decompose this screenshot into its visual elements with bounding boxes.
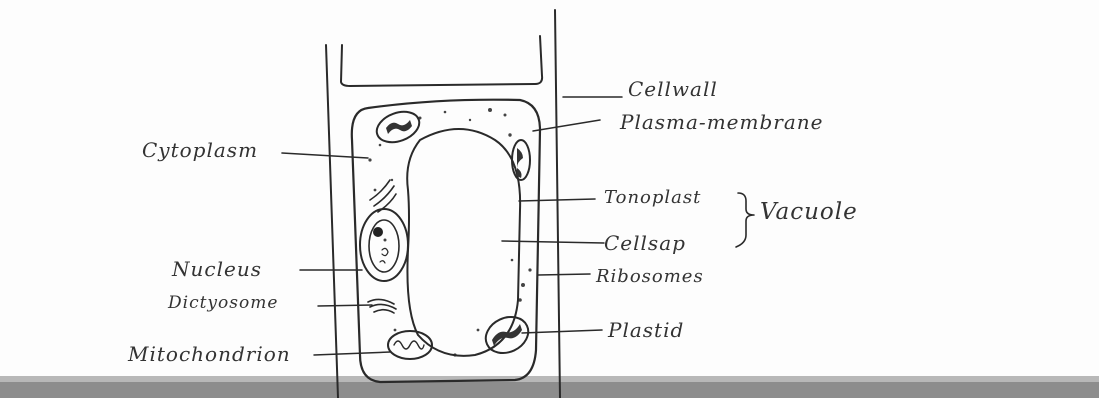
label-cellsap: Cellsap bbox=[604, 231, 686, 255]
label-nucleus: Nucleus bbox=[171, 257, 262, 281]
label-ribosomes: Ribosomes bbox=[595, 266, 704, 287]
label-plastid: Plastid bbox=[607, 318, 684, 342]
scan-shadow-strip bbox=[0, 380, 1099, 398]
label-tonoplast: Tonoplast bbox=[604, 187, 701, 208]
label-cytoplasm: Cytoplasm bbox=[142, 138, 258, 162]
label-dictyosome: Dictyosome bbox=[167, 293, 278, 313]
label-vacuole: Vacuole bbox=[760, 199, 858, 225]
label-plasma-membrane: Plasma-membrane bbox=[619, 110, 823, 134]
label-cellwall: Cellwall bbox=[628, 77, 718, 101]
label-mitochondrion: Mitochondrion bbox=[127, 342, 291, 366]
